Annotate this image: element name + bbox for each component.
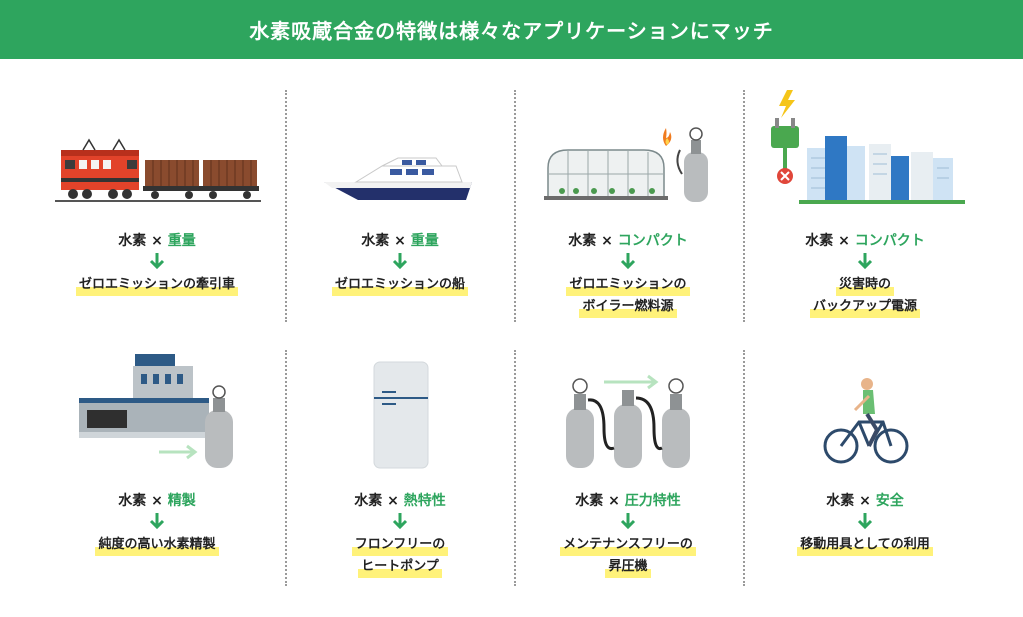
arrow-down-icon — [620, 513, 636, 530]
feature-keyword: 圧力特性 — [624, 493, 681, 509]
result-text: メンテナンスフリーの 昇圧機 — [560, 534, 696, 578]
result-text: ゼロエミッションの船 — [331, 274, 468, 296]
result-text: 純度の高い水素精製 — [95, 534, 219, 556]
application-card-backup-power: 水素 × コンパクト 災害時の バックアップ電源 — [751, 88, 979, 318]
arrow-down-icon — [857, 513, 873, 530]
application-card-ship: 水素 × 重量 ゼロエミッションの船 — [286, 88, 514, 296]
arrow-down-icon — [392, 513, 408, 530]
refrigerator-icon — [286, 348, 514, 488]
application-card-locomotive: 水素 × 重量 ゼロエミッションの牽引車 — [43, 88, 271, 296]
formula: 水素 × 精製 — [118, 493, 196, 509]
feature-keyword: コンパクト — [617, 233, 688, 249]
arrow-down-icon — [620, 253, 636, 270]
formula: 水素 × 重量 — [118, 233, 196, 249]
greenhouse-tank-icon — [514, 88, 742, 228]
result-text: ゼロエミッションの牽引車 — [75, 274, 238, 296]
formula: 水素 × 熱特性 — [354, 493, 446, 509]
divider — [285, 90, 287, 322]
result-text: フロンフリーの ヒートポンプ — [351, 534, 449, 578]
application-card-compressor: 水素 × 圧力特性 メンテナンスフリーの 昇圧機 — [514, 348, 742, 578]
factory-tank-icon — [43, 348, 271, 488]
divider — [743, 90, 745, 322]
formula: 水素 × 圧力特性 — [575, 493, 681, 509]
arrow-down-icon — [392, 253, 408, 270]
application-card-mobility: 水素 × 安全 移動用具としての利用 — [751, 348, 979, 556]
ship-icon — [286, 88, 514, 228]
header-banner: 水素吸蔵合金の特徴は様々なアプリケーションにマッチ — [0, 0, 1023, 59]
arrow-down-icon — [857, 253, 873, 270]
divider — [514, 350, 516, 586]
feature-keyword: 安全 — [875, 493, 904, 509]
formula: 水素 × 安全 — [826, 493, 904, 509]
formula: 水素 × コンパクト — [805, 233, 925, 249]
arrow-down-icon — [149, 253, 165, 270]
application-card-boiler: 水素 × コンパクト ゼロエミッションの ボイラー燃料源 — [514, 88, 742, 318]
page-title: 水素吸蔵合金の特徴は様々なアプリケーションにマッチ — [249, 19, 774, 43]
feature-keyword: 熱特性 — [403, 493, 446, 509]
feature-keyword: 重量 — [167, 233, 196, 249]
arrow-down-icon — [149, 513, 165, 530]
locomotive-freight-icon — [43, 88, 271, 228]
application-card-heat-pump: 水素 × 熱特性 フロンフリーの ヒートポンプ — [286, 348, 514, 578]
compressor-tanks-icon — [514, 348, 742, 488]
divider — [285, 350, 287, 586]
result-text: 災害時の バックアップ電源 — [809, 274, 920, 318]
formula: 水素 × コンパクト — [568, 233, 688, 249]
power-city-icon — [751, 88, 979, 228]
feature-keyword: コンパクト — [854, 233, 925, 249]
divider — [514, 90, 516, 322]
application-card-purification: 水素 × 精製 純度の高い水素精製 — [43, 348, 271, 556]
result-text: ゼロエミッションの ボイラー燃料源 — [566, 274, 690, 318]
feature-keyword: 重量 — [410, 233, 439, 249]
feature-keyword: 精製 — [167, 493, 196, 509]
bicycle-icon — [751, 348, 979, 488]
divider — [743, 350, 745, 586]
formula: 水素 × 重量 — [361, 233, 439, 249]
result-text: 移動用具としての利用 — [797, 534, 933, 556]
